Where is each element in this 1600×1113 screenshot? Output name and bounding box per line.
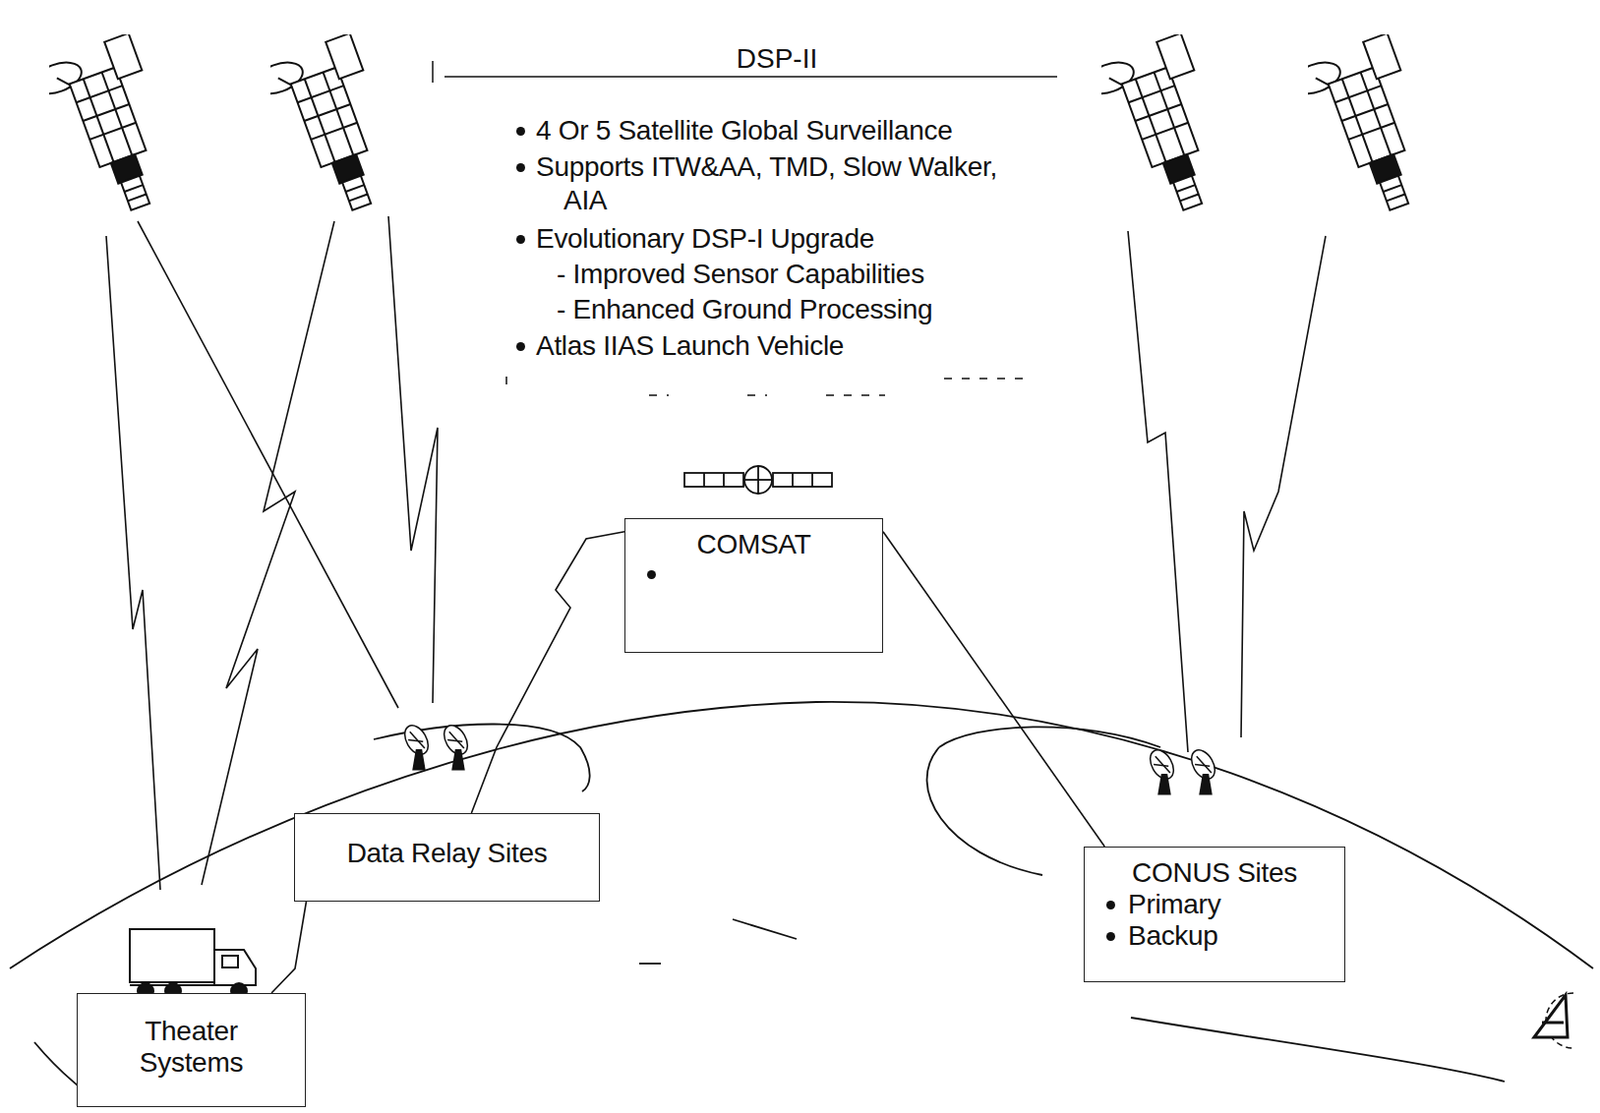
- box-heading: Data Relay Sites: [308, 837, 586, 870]
- box-heading: Theater Systems: [127, 1015, 256, 1079]
- bullet-dot: [1106, 932, 1116, 942]
- comsat-box: COMSAT: [624, 518, 884, 653]
- bullet-dot: [516, 126, 526, 136]
- link-line: [883, 532, 1105, 847]
- site-box: CONUS SitesPrimaryBackup: [1083, 846, 1346, 983]
- note-text: - Enhanced Ground Processing: [556, 293, 933, 327]
- site-box: Theater Systems: [76, 993, 306, 1108]
- bullet-item: Primary: [1127, 888, 1331, 921]
- link-line: [471, 532, 625, 814]
- note-text: Atlas IIAS Launch Vehicle: [535, 329, 844, 363]
- box-heading: COMSAT: [639, 529, 869, 561]
- bullet-dot: [1106, 900, 1116, 910]
- box-heading: CONUS Sites: [1098, 857, 1331, 889]
- bullet-dot: [516, 163, 526, 173]
- note-text: 4 Or 5 Satellite Global Surveillance: [535, 114, 952, 148]
- note-text: - Improved Sensor Capabilities: [556, 257, 925, 292]
- bullet-item: Backup: [1127, 920, 1331, 952]
- bullet-dot: [516, 342, 526, 352]
- note-text: Supports ITW&AA, TMD, Slow Walker, AIA: [535, 150, 1026, 217]
- bullet-dot: [647, 570, 656, 580]
- diagram-title: DSP-II: [730, 43, 824, 75]
- link-line: [271, 901, 306, 994]
- bullet-dot: [516, 235, 526, 244]
- note-text: Evolutionary DSP-I Upgrade: [535, 222, 875, 256]
- site-box: Data Relay Sites: [294, 813, 600, 902]
